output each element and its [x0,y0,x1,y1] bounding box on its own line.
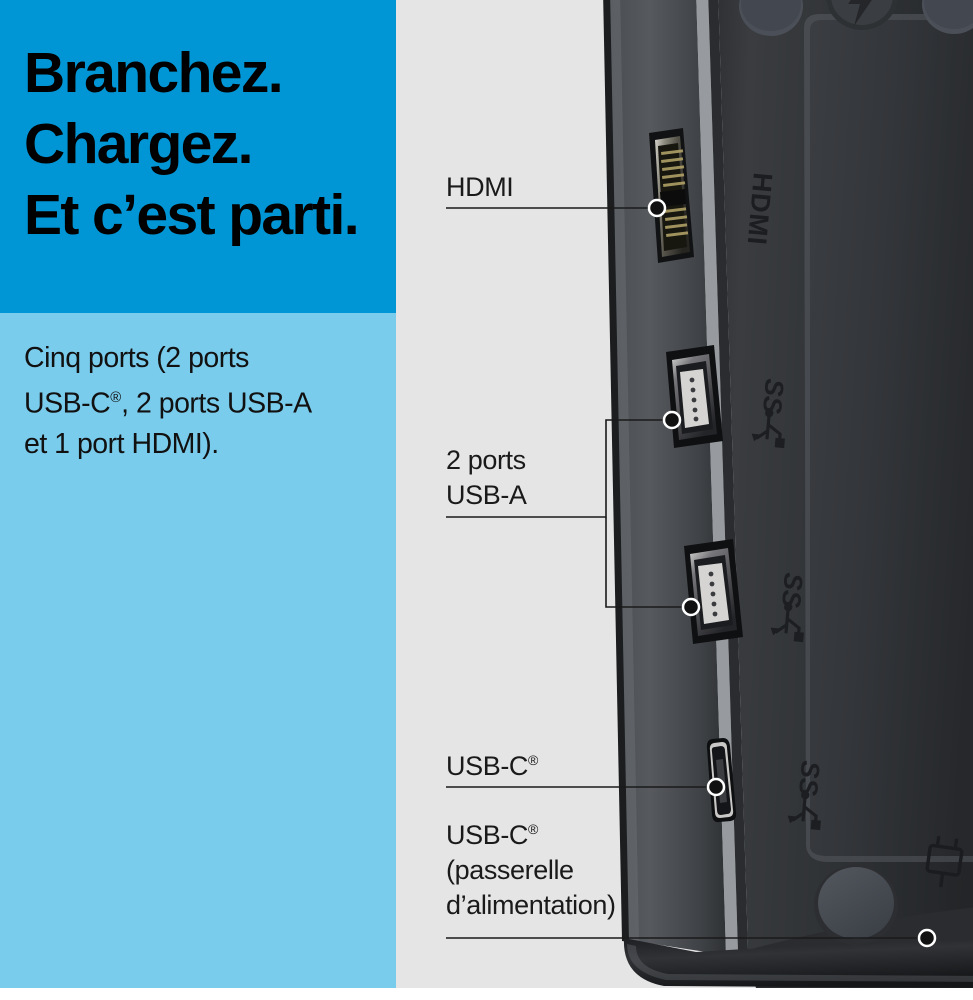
hdmi-silkscreen-label: HDMI [742,171,778,246]
usb-a-port-upper [666,345,723,448]
subcopy-line-1: Cinq ports (2 ports [24,342,249,374]
registered-mark: ® [110,390,122,406]
subcopy: Cinq ports (2 ports USB-C®, 2 ports USB-… [24,338,384,464]
callout-usb-c: USB-C® [446,743,538,784]
headline: Branchez. Chargez. Et c’est parti. [24,38,392,251]
callout-usb-c-line-1: USB-C® [446,751,539,782]
subcopy-line-2: USB-C®, 2 ports USB-A [24,387,312,420]
registered-mark: ® [528,821,539,837]
svg-text:SS: SS [757,377,790,415]
callout-usb-c-power-line-2: (passerelle [446,855,574,886]
headline-line-3: Et c’est parti. [24,183,360,247]
headline-line-2: Chargez. [24,112,254,176]
bottom-white-strip [0,988,973,1000]
lightning-bolt-icon [826,0,898,30]
callout-usb-c-power: USB-C® (passerelle d’alimentation) [446,812,616,923]
headline-line-1: Branchez. [24,41,284,105]
callout-usb-a-line-2: USB-A [446,480,527,510]
registered-mark: ® [528,752,539,768]
headline-panel [0,0,396,313]
product-photo: HDMI SS [396,0,973,988]
callout-usb-c-power-line-1: USB-C® [446,820,539,851]
callout-usb-a-line-1: 2 ports [446,445,526,475]
superspeed-usb-icon-2: SS [770,571,809,643]
svg-text:SS: SS [776,571,809,609]
svg-text:SS: SS [793,759,826,797]
callout-hdmi: HDMI [446,170,514,205]
rubber-foot-bottom [814,865,898,945]
subcopy-line-3: et 1 port HDMI). [24,427,219,460]
callout-usb-a: 2 ports USB-A [446,443,527,513]
svg-text:HDMI: HDMI [742,171,778,246]
superspeed-usb-icon-1: SS [751,377,790,449]
callout-hdmi-line-1: HDMI [446,172,514,202]
hdmi-port [649,128,694,263]
superspeed-usb-icon-3: SS [787,759,826,831]
power-plug-icon [925,835,964,888]
usb-a-port-lower [684,539,743,644]
subcopy-panel [0,313,396,988]
callout-usb-c-power-line-3: d’alimentation) [446,890,616,921]
